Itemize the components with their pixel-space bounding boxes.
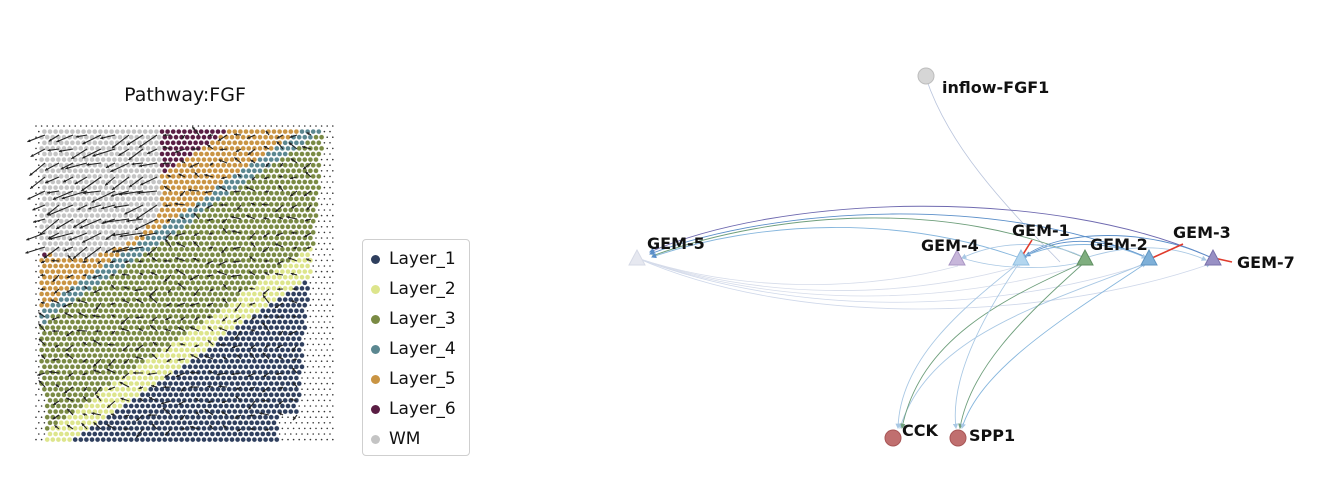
label-gem-3: GEM-3 (1173, 223, 1231, 242)
node-spp1 (949, 429, 967, 447)
label-gem-4: GEM-4 (921, 236, 979, 255)
node-cck (884, 429, 902, 447)
network-nodes (628, 67, 1222, 447)
label-gem-1: GEM-1 (1012, 221, 1070, 240)
node-inflow-fgf1 (917, 67, 935, 85)
node-gem-5 (628, 248, 646, 266)
node-gem-7 (1204, 248, 1222, 266)
label-gem-7: GEM-7 (1237, 253, 1295, 272)
edge (648, 213, 1149, 259)
edge (958, 261, 1086, 430)
label-spp1: SPP1 (969, 426, 1015, 445)
edge (636, 257, 959, 285)
network-labels: inflow-FGF1 GEM-5 GEM-4 GEM-1 GEM-2 GEM-… (647, 78, 1295, 445)
label-gem-5: GEM-5 (647, 234, 705, 253)
node-gem-1 (1012, 248, 1030, 266)
label-inflow-fgf1: inflow-FGF1 (942, 78, 1049, 97)
label-cck: CCK (902, 421, 938, 440)
label-gem-2: GEM-2 (1090, 235, 1148, 254)
